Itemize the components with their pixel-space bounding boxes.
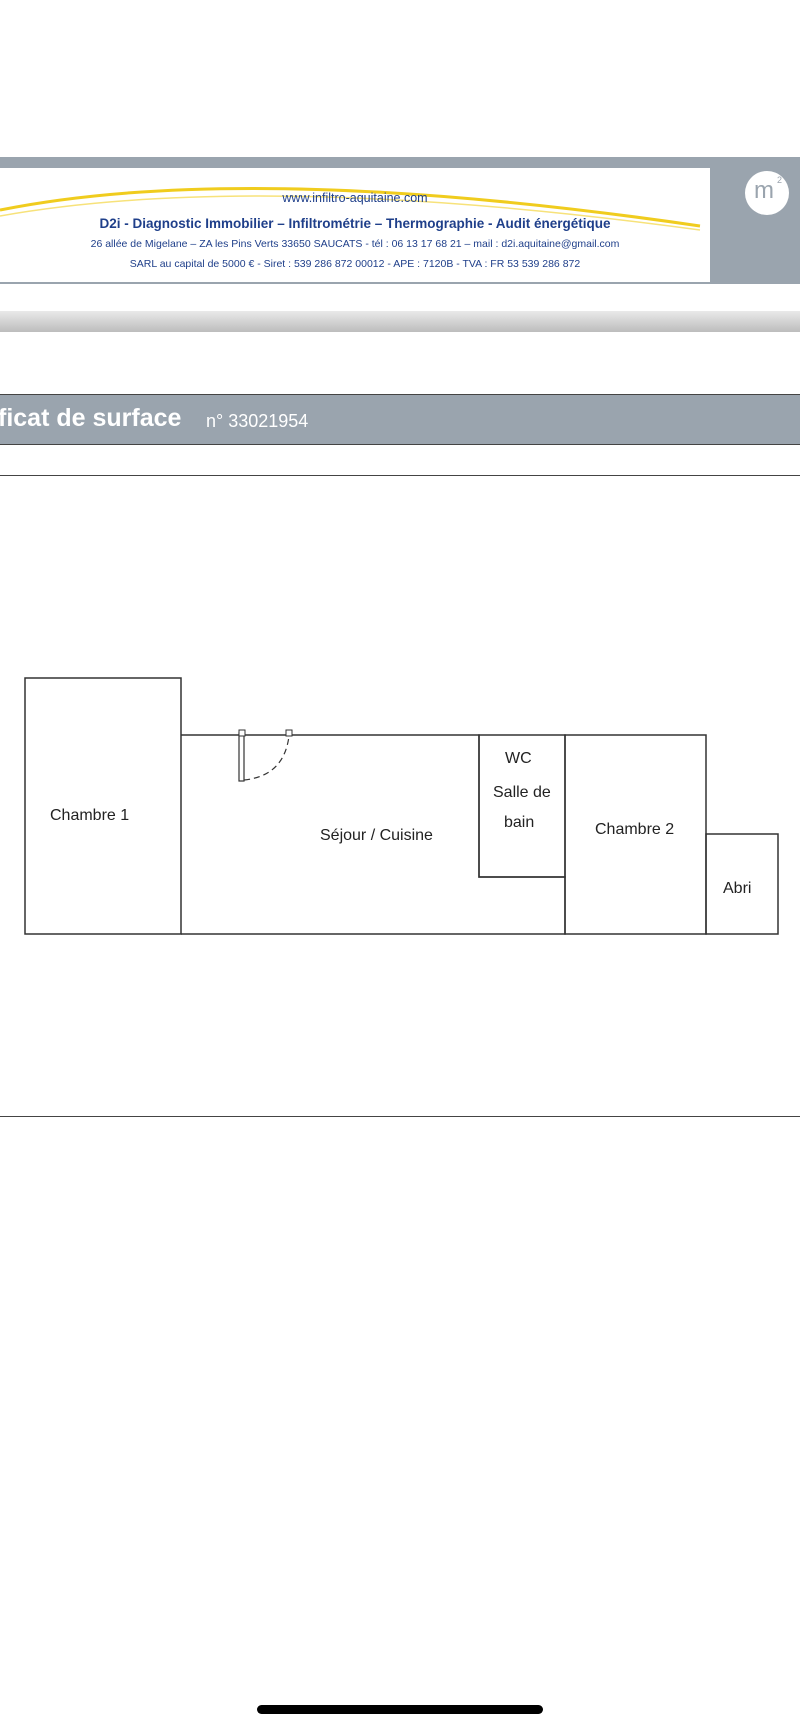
label-wc: WC (505, 750, 532, 767)
header-swoosh (0, 186, 701, 231)
website-url[interactable]: www.infiltro-aquitaine.com (282, 191, 428, 205)
room-chambre-1 (24, 677, 182, 935)
label-chambre-1: Chambre 1 (50, 807, 129, 824)
door-icon (238, 729, 293, 782)
company-services: D2i - Diagnostic Immobilier – Infiltromé… (99, 216, 611, 231)
plan-top-rule (0, 475, 800, 476)
certificate-number: n° 33021954 (206, 411, 309, 431)
label-salle-de-bain-1: Salle de (493, 784, 551, 801)
label-sejour-cuisine: Séjour / Cuisine (320, 827, 433, 844)
label-salle-de-bain-2: bain (504, 814, 534, 831)
logo-superscript: 2 (777, 175, 783, 185)
plan-bottom-rule (0, 1116, 800, 1117)
certificate-title-bar: ficat de surface n° 33021954 (0, 394, 800, 445)
certificate-title: ficat de surface (0, 404, 182, 432)
label-abri: Abri (723, 880, 751, 897)
company-legal-info: SARL au capital de 5000 € - Siret : 539 … (129, 258, 581, 270)
company-address: 26 allée de Migelane – ZA les Pins Verts… (90, 238, 620, 250)
home-indicator[interactable] (257, 1705, 543, 1714)
logo-letter: m (754, 177, 774, 204)
label-chambre-2: Chambre 2 (595, 821, 674, 838)
separator-bar (0, 311, 800, 332)
header-panel (0, 168, 710, 282)
room-abri (705, 833, 779, 935)
m2-logo-icon: m 2 (745, 171, 789, 215)
